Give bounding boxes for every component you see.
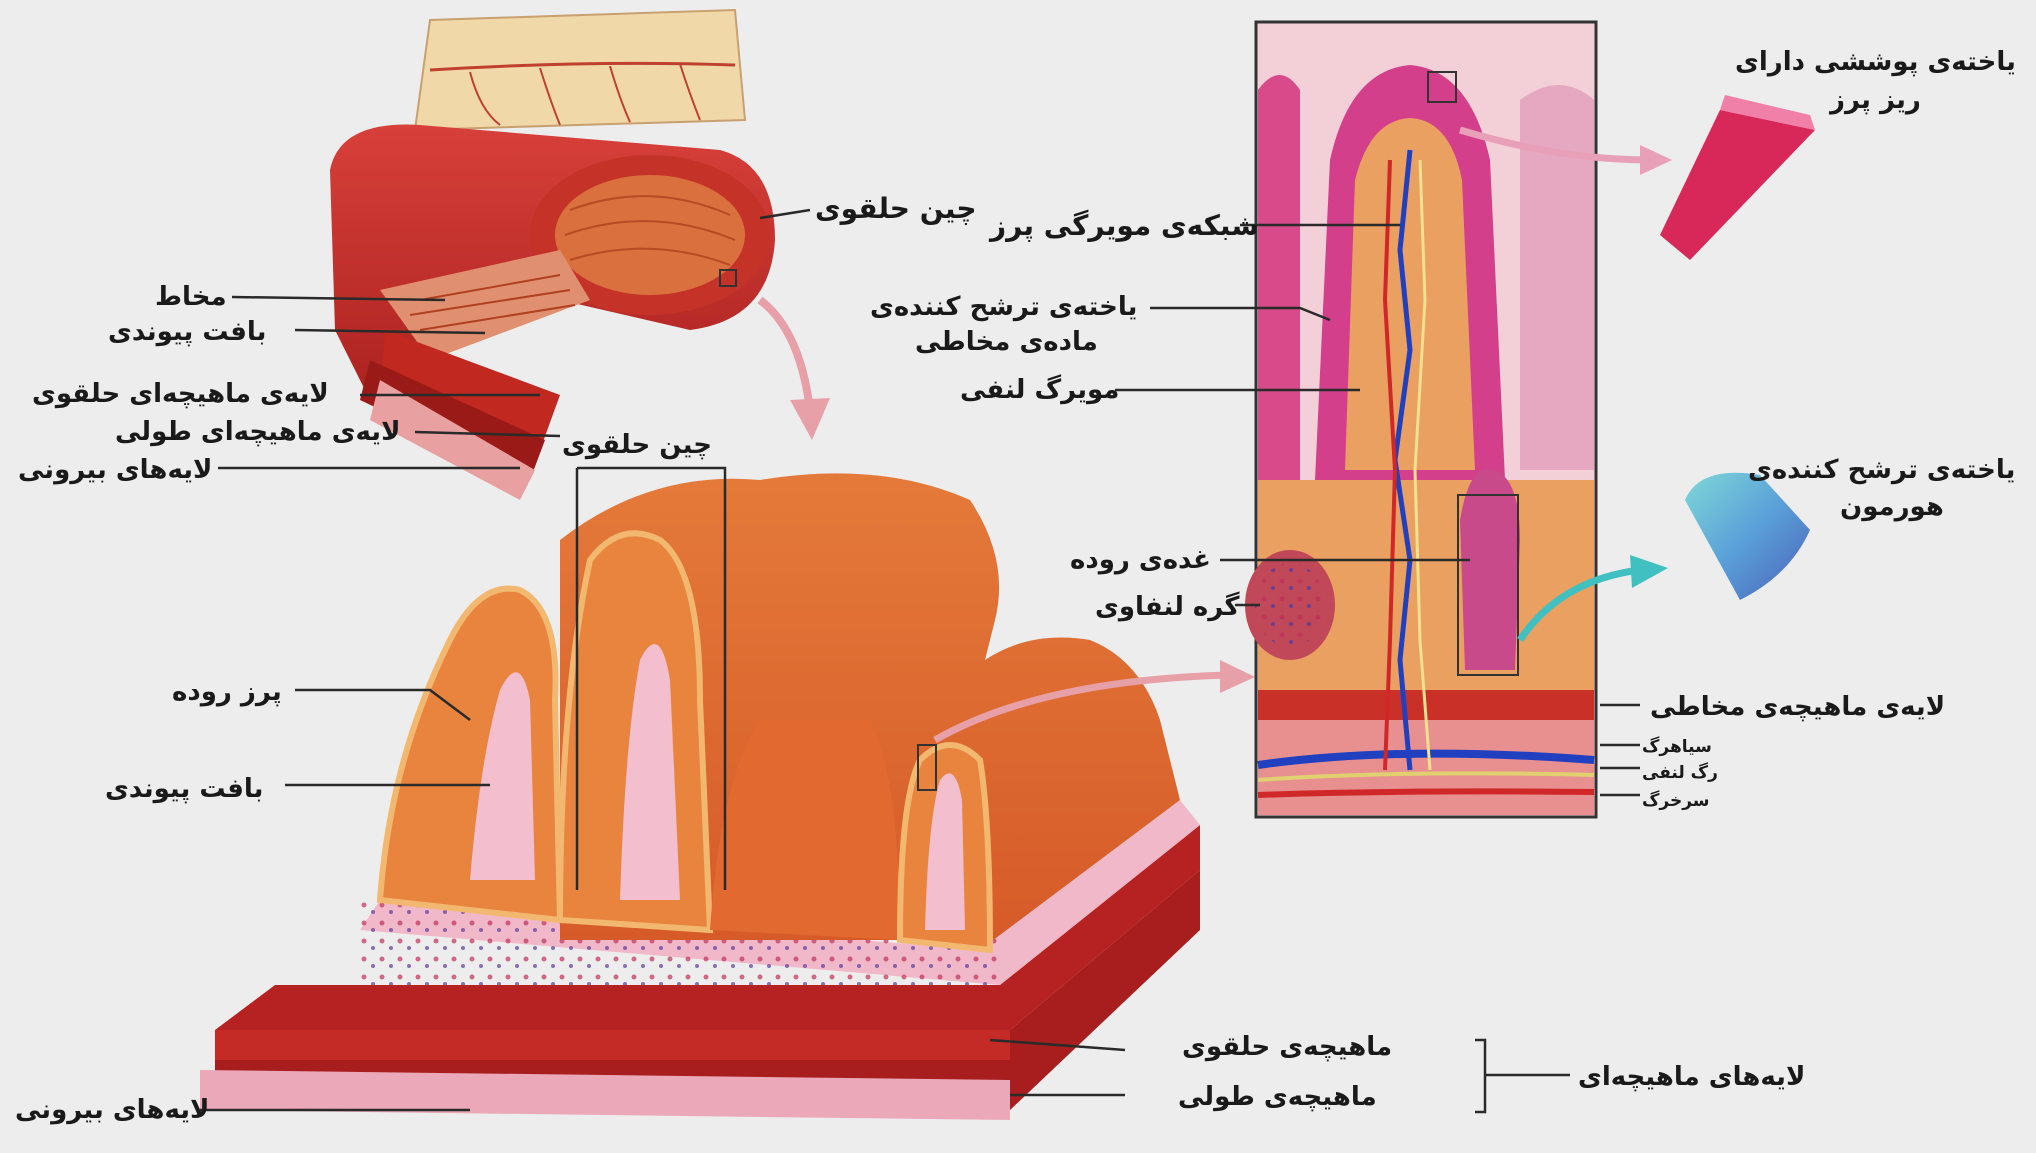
label-lymph-vessel: رگ لنفی (1642, 763, 1718, 783)
label-circular-fold-middle: چین حلقوی (562, 430, 712, 460)
label-intestinal-gland: غده‌ی روده (1070, 545, 1211, 575)
villi-block (200, 473, 1200, 1120)
label-circular-fold-top: چین حلقوی (815, 192, 977, 225)
label-mucus-secreting-cell-2: ماده‌ی مخاطی (915, 327, 1098, 357)
label-artery: سرخرگ (1642, 791, 1710, 811)
label-villus-capillary-network: شبکه‌ی مویرگی پرز (988, 209, 1259, 242)
label-mucus-secreting-cell-1: یاخته‌ی ترشح کننده‌ی (870, 292, 1137, 322)
label-connective-tissue-bottom: بافت پیوندی (105, 774, 263, 804)
label-lymph-capillary: مویرگ لنفی (960, 374, 1119, 405)
label-outer-layers-bottom: لایه‌های بیرونی (15, 1095, 209, 1125)
label-epithelial-cell-2: ریز پرز (1828, 85, 1921, 115)
label-connective-tissue-top: بافت پیوندی (108, 317, 266, 347)
hormone-cell-image (1685, 473, 1810, 600)
label-outer-layers-top: لایه‌های بیرونی (18, 455, 212, 485)
label-lymph-node: گره لنفاوی (1095, 591, 1240, 622)
label-hormone-cell-1: یاخته‌ی ترشح کننده‌ی (1748, 455, 2015, 485)
label-epithelial-cell-1: یاخته‌ی پوششی دارای (1735, 47, 2016, 77)
label-circular-muscle: ماهیچه‌ی حلقوی (1182, 1032, 1392, 1062)
label-longitudinal-muscle: ماهیچه‌ی طولی (1178, 1082, 1377, 1112)
label-mucosa: مخاط (155, 282, 227, 312)
label-longitudinal-muscle-layer: لایه‌ی ماهیچه‌ای طولی (115, 417, 400, 447)
label-vein: سیاهرگ (1642, 737, 1712, 757)
label-muscle-layers: لایه‌های ماهیچه‌ای (1578, 1062, 1805, 1092)
zoom-arrow-1 (760, 300, 810, 410)
label-circular-muscle-layer: لایه‌ی ماهیچه‌ای حلقوی (32, 379, 329, 409)
label-muscularis-mucosae: لایه‌ی ماهیچه‌ی مخاطی (1650, 692, 1945, 722)
label-hormone-cell-2: هورمون (1840, 492, 1944, 522)
epithelial-cell-image (1660, 110, 1815, 260)
villus-detail-box (1245, 22, 1596, 817)
label-villus: پرز روده (172, 677, 282, 707)
